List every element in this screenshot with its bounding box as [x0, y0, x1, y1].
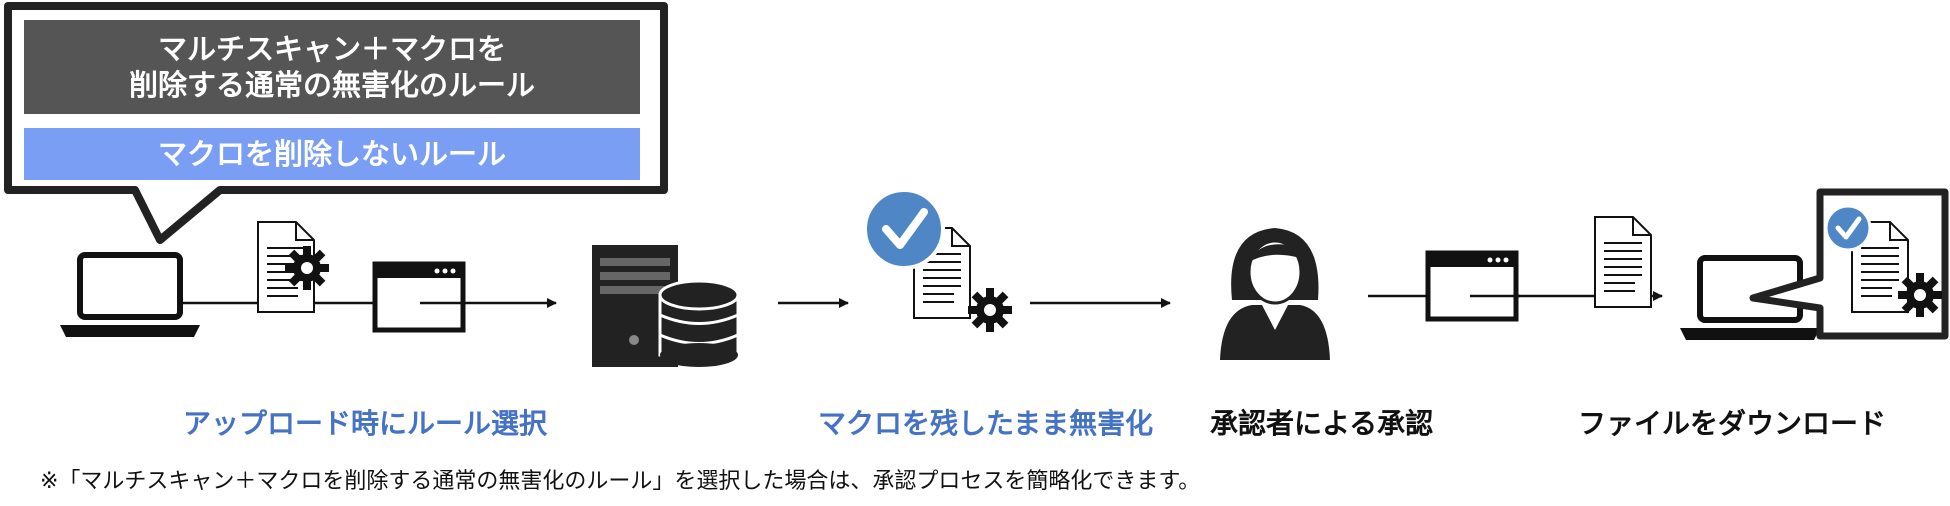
rule-keep-macro-label: マクロを削除しないルール	[157, 136, 506, 171]
laptop-icon	[60, 252, 200, 337]
check-badge-icon	[863, 188, 945, 270]
browser-window-icon-2	[1428, 253, 1516, 319]
document-icon	[1594, 216, 1652, 308]
step-label-sanitize: マクロを残したまま無害化	[818, 407, 1154, 440]
document-gear-icon	[257, 221, 329, 313]
rule-keep-macro-box[interactable]: マクロを削除しないルール	[24, 128, 640, 180]
step-label-download: ファイルをダウンロード	[1578, 407, 1887, 440]
browser-window-icon	[375, 264, 463, 330]
rule-default-line1: マルチスキャン＋マクロを	[157, 31, 506, 66]
database-icon	[658, 279, 740, 367]
footnote: ※「マルチスキャン＋マクロを削除する通常の無害化のルール」を選択した場合は、承認…	[40, 469, 1201, 494]
step-label-approval: 承認者による承認	[1210, 407, 1434, 440]
check-badge-icon-2	[1824, 204, 1872, 252]
rule-default-box[interactable]: マルチスキャン＋マクロを 削除する通常の無害化のルール	[24, 20, 640, 114]
rule-default-line2: 削除する通常の無害化のルール	[128, 68, 535, 102]
step-label-upload: アップロード時にルール選択	[183, 407, 548, 440]
user-icon	[1220, 228, 1330, 360]
